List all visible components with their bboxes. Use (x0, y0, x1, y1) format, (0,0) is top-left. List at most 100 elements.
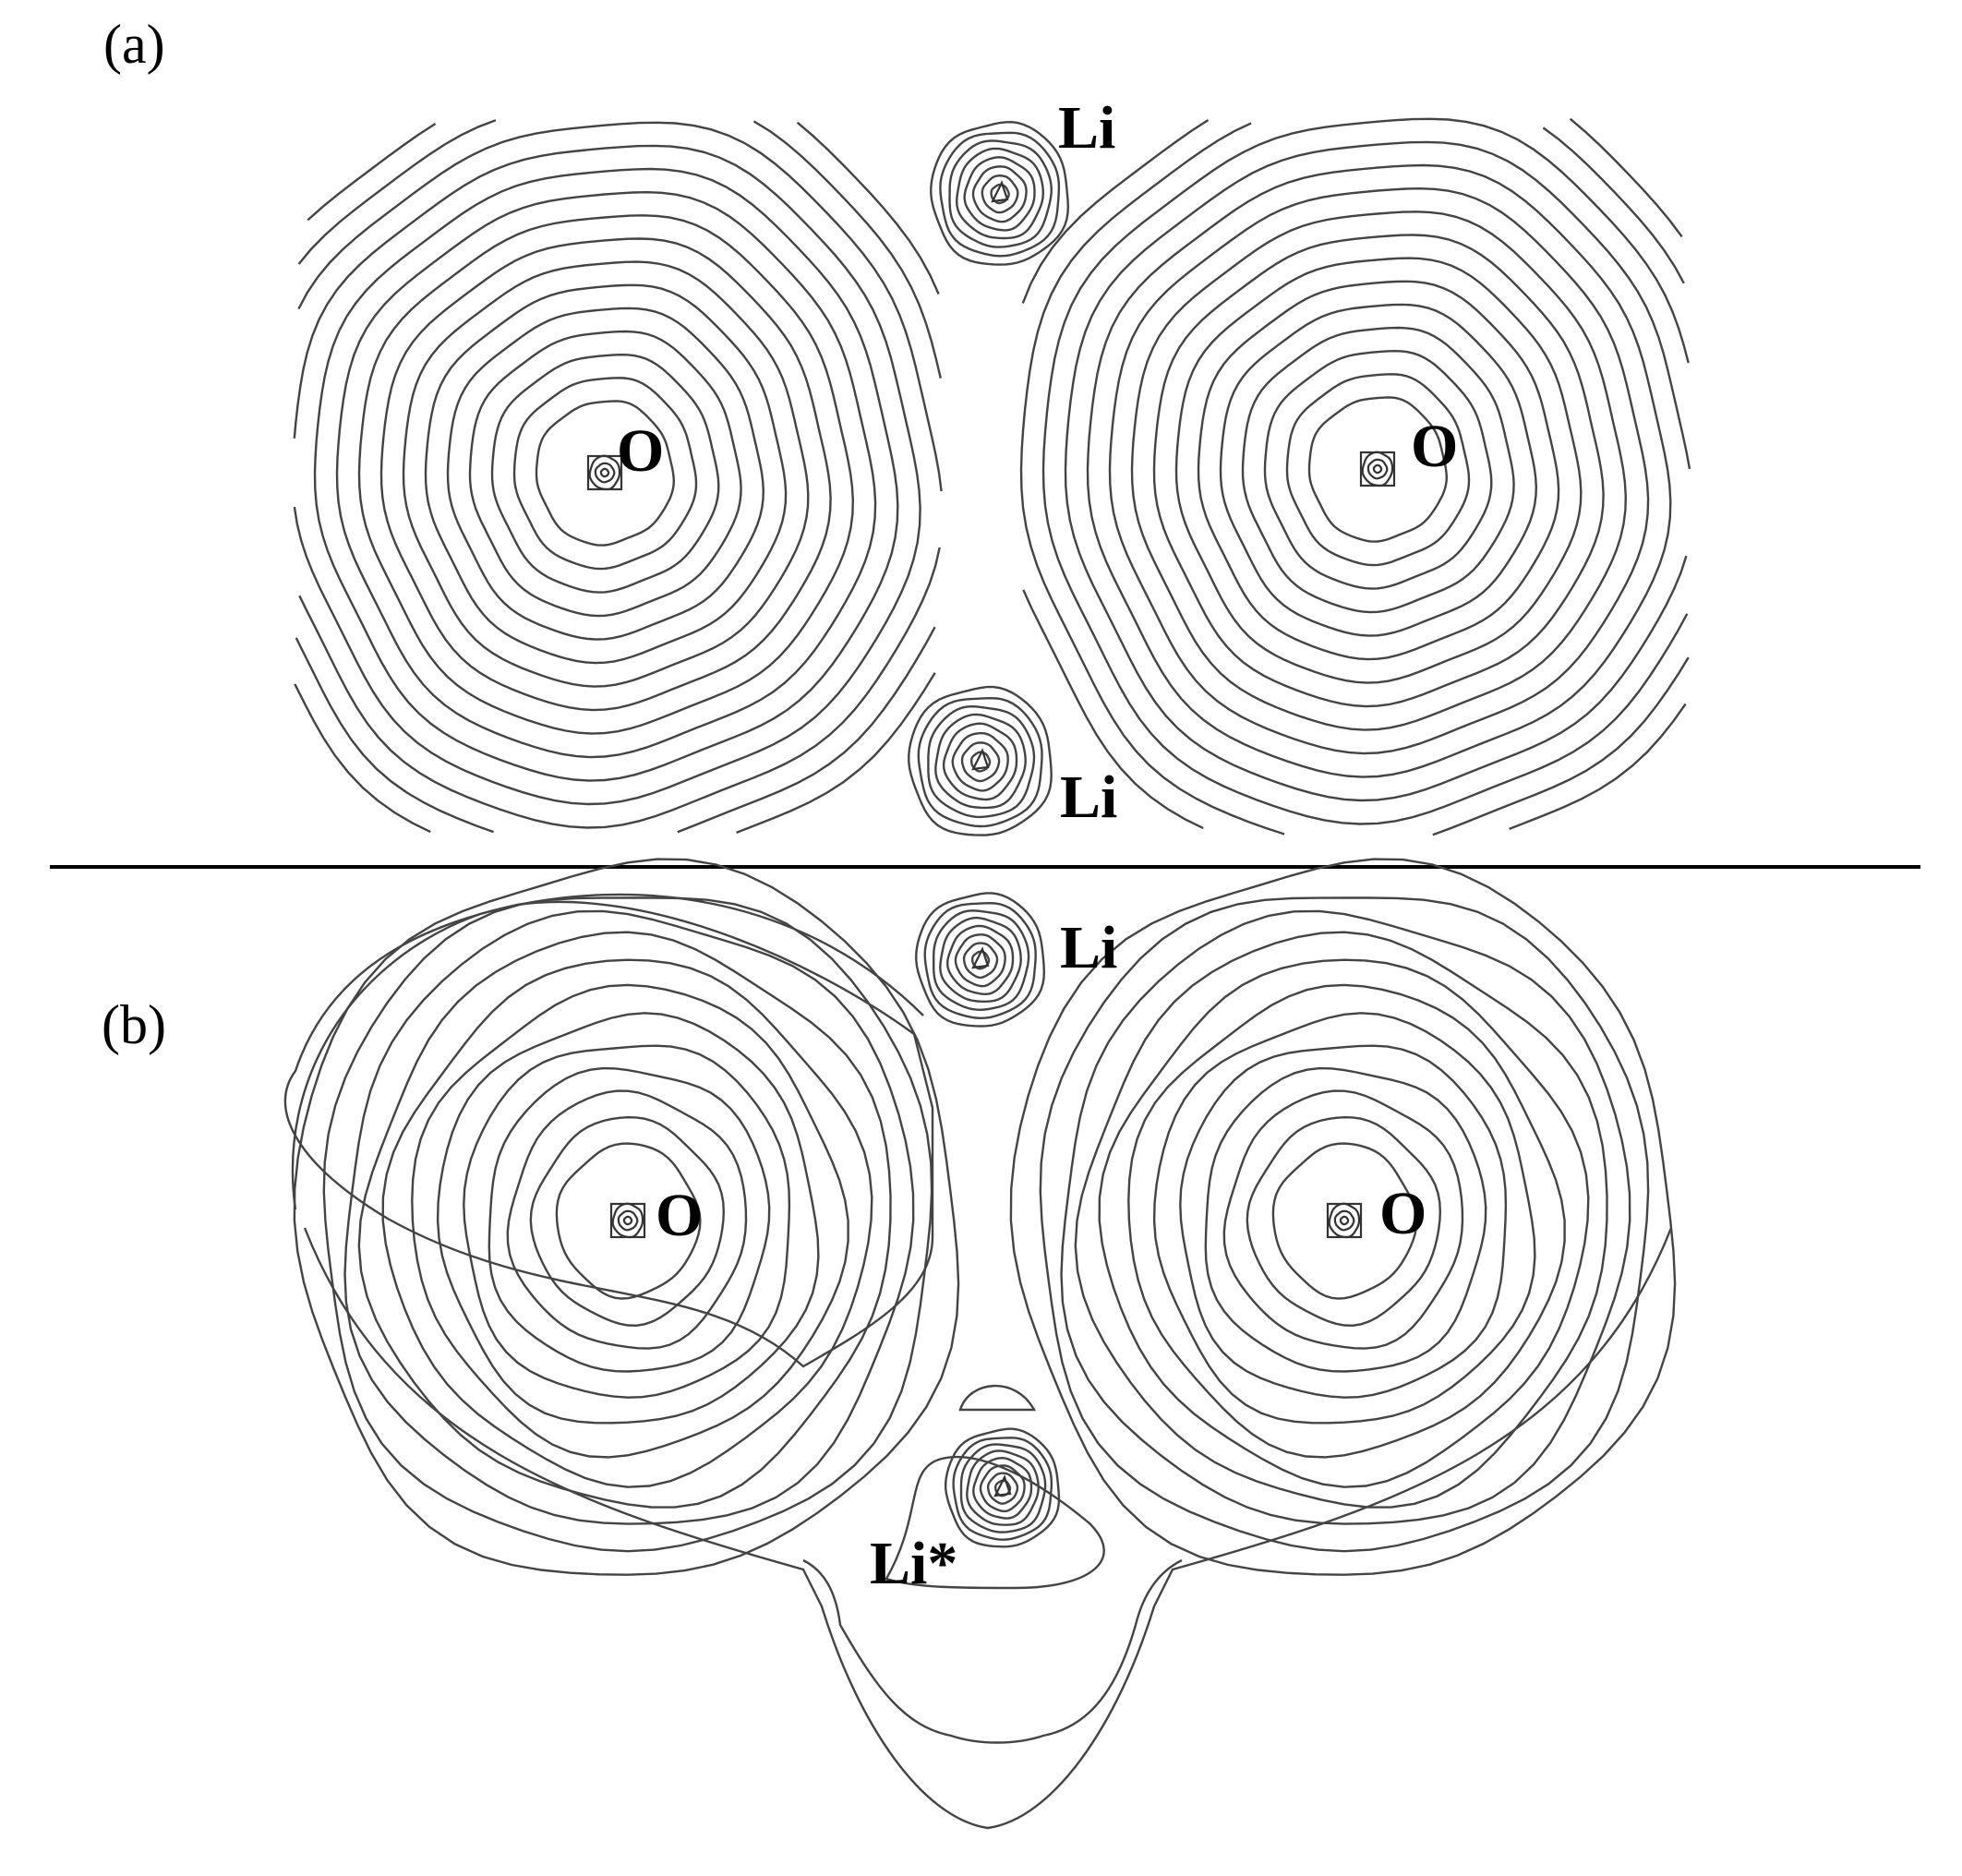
contour-ring (1019, 122, 1690, 836)
panel-a-oxygen-right-contours (1019, 117, 1691, 836)
contour-ring (1041, 117, 1690, 825)
contour-ring (1021, 117, 1687, 831)
contour-ring (1285, 373, 1471, 567)
atom-label-b-o-left: O (656, 1182, 703, 1249)
nucleus-core-ring (594, 462, 616, 484)
contour-ring (357, 931, 892, 1509)
nucleus-core-square (1359, 451, 1396, 487)
atom-label-a-o-left: O (617, 417, 664, 485)
contour-ring (1263, 349, 1493, 590)
contour-ring (293, 144, 921, 806)
panel-b-label: (b) (102, 994, 166, 1055)
contour-ring (293, 858, 960, 1576)
contour-ring (939, 131, 1061, 258)
atom-label-a-li-top: Li (1058, 94, 1115, 162)
panel-a-lithium-top-contours (930, 120, 1070, 266)
contour-ring (1179, 1044, 1508, 1399)
panel-b-envelope-left-outer (291, 893, 924, 1210)
contour-ring (945, 924, 1015, 996)
contour-ring (322, 896, 933, 1553)
contour-ring (959, 1443, 1047, 1533)
contour-ring (971, 165, 1028, 223)
contour-ring (955, 147, 1045, 240)
panel-a-label: (a) (103, 14, 165, 75)
contour-ring (962, 942, 999, 980)
contour-ring (942, 722, 1018, 801)
contour-ring (294, 121, 940, 835)
contour-ring (933, 909, 1030, 1012)
contour-ring (960, 741, 1001, 783)
contour-ring (939, 916, 1022, 1004)
contour-ring (379, 237, 832, 712)
contour-ring (1307, 396, 1449, 543)
contour-ring (295, 119, 942, 834)
contour-ring (487, 1066, 771, 1373)
contour-ring (1009, 858, 1677, 1576)
contour-ring (952, 1437, 1053, 1541)
contour-ring (908, 685, 1053, 836)
contour-ring (555, 1142, 702, 1300)
contour-ring (535, 400, 676, 547)
nucleus-core-ring (1333, 1209, 1355, 1232)
contour-ring (927, 704, 1036, 819)
contour-ring (963, 156, 1036, 232)
contour-ring (1086, 163, 1672, 778)
contour-ring (1246, 1115, 1442, 1328)
atom-label-b-o-right: O (1379, 1180, 1426, 1247)
contour-ring (1074, 931, 1608, 1509)
contour-ring (1060, 909, 1631, 1525)
contour-ring (402, 260, 810, 688)
contour-ring (1152, 1012, 1536, 1425)
contour-ring (343, 909, 915, 1525)
contour-ring (954, 933, 1006, 988)
contour-ring (951, 731, 1009, 792)
atom-label-a-o-right: O (1411, 413, 1458, 480)
contour-ring (1222, 1089, 1464, 1350)
contour-ring (335, 190, 877, 759)
contour-ring (512, 377, 698, 571)
contour-ring (1098, 958, 1590, 1488)
contour-ring (313, 167, 899, 782)
contour-ring (923, 901, 1037, 1020)
nucleus-core-ring (611, 1202, 644, 1239)
nucleus-core-square (1326, 1202, 1363, 1239)
contour-ring (981, 174, 1019, 214)
atom-label-b-li-top: Li (1060, 914, 1117, 981)
nucleus-core-marker (971, 748, 990, 771)
nucleus-core-ring (599, 467, 610, 478)
nucleus-core-ring (588, 454, 621, 491)
contour-ring (986, 1472, 1019, 1505)
contour-ring (972, 1456, 1033, 1520)
panel-b-li-star-arc (958, 1384, 1037, 1412)
contour-ring (1174, 257, 1583, 684)
contour-ring (463, 1044, 791, 1399)
atom-label-a-li-bottom: Li (1060, 764, 1117, 831)
panel-b-lower-loop (885, 1455, 1105, 1590)
contour-ring (917, 696, 1043, 828)
nucleus-core-ring (622, 1215, 633, 1226)
contour-ring (970, 751, 992, 773)
nucleus-core-ring (1372, 463, 1383, 475)
contour-ring (468, 330, 742, 618)
panel-b-envelope-bottom (303, 1227, 1673, 1830)
contour-ring (948, 139, 1053, 248)
panel-b-lithium-top-contours (915, 892, 1046, 1028)
contour-ring (1108, 186, 1650, 755)
nucleus-core-ring (1361, 451, 1394, 487)
contour-ring (979, 1464, 1026, 1513)
nucleus-core-square (586, 454, 623, 491)
panel-b-oxygen-left-contours (293, 858, 960, 1576)
contour-ring (436, 1012, 820, 1425)
contour-ring (411, 983, 849, 1459)
nucleus-core-ring (1339, 1215, 1350, 1226)
contour-ring (934, 713, 1027, 810)
contour-ring (1271, 1142, 1418, 1300)
contour-ring (1130, 210, 1628, 731)
nucleus-core-marker (991, 180, 1009, 203)
contour-ring (1197, 280, 1560, 661)
contour-ring (945, 1427, 1061, 1548)
contour-ring (990, 183, 1010, 205)
contour-ring (1152, 234, 1605, 708)
contour-ring (1204, 1066, 1487, 1373)
